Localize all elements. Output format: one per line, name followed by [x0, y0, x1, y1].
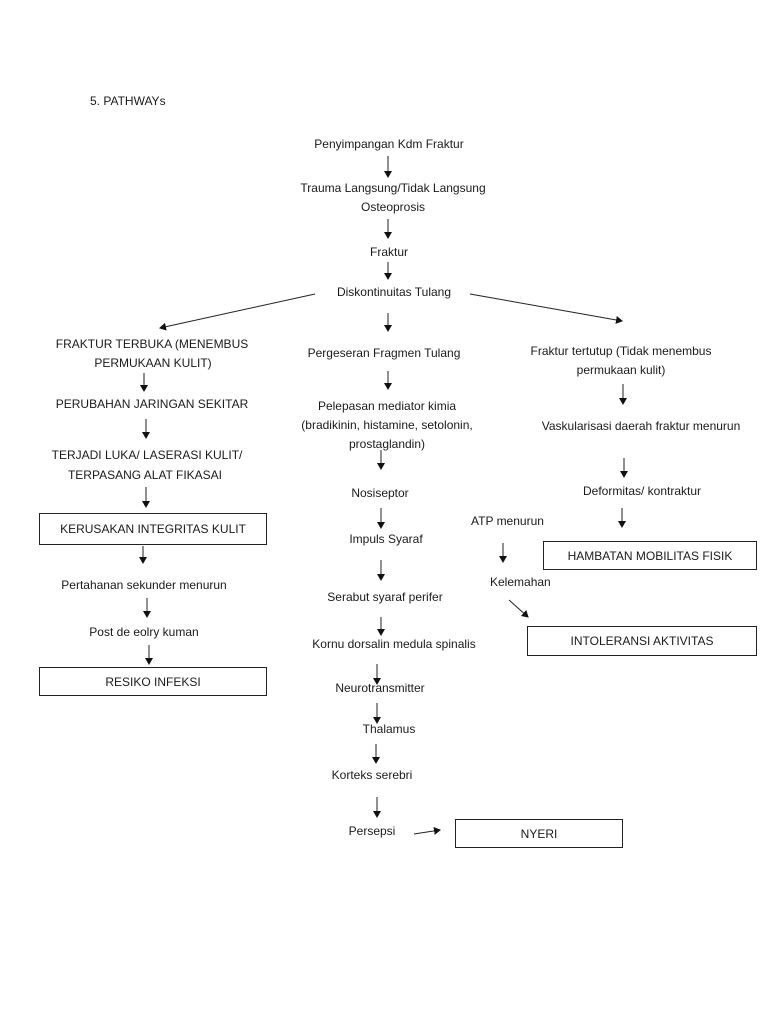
node-korteks: Korteks serebri [331, 768, 413, 782]
node-pertahanan: Pertahanan sekunder menurun [61, 578, 227, 592]
diagnosis-box-resiko-infeksi: RESIKO INFEKSI [39, 667, 267, 696]
node-pelepasan-line2: (bradikinin, histamine, setolonin, [301, 418, 473, 432]
node-vaskularisasi: Vaskularisasi daerah fraktur menurun [541, 419, 741, 433]
node-osteoprosis: Osteoprosis [360, 200, 426, 214]
node-trauma: Trauma Langsung/Tidak Langsung [300, 181, 486, 195]
section-heading: 5. PATHWAYs [90, 94, 166, 108]
diagnosis-box-kerusakan-integritas-kulit: KERUSAKAN INTEGRITAS KULIT [39, 513, 267, 545]
node-kelemahan: Kelemahan [490, 575, 551, 589]
node-perubahan: PERUBAHAN JARINGAN SEKITAR [55, 397, 249, 411]
node-nosiseptor: Nosiseptor [351, 486, 409, 500]
node-fraktur: Fraktur [369, 245, 409, 259]
node-fraktur-terbuka-line2: PERMUKAAN KULIT) [94, 356, 212, 370]
node-deformitas: Deformitas/ kontraktur [582, 484, 702, 498]
node-persepsi: Persepsi [348, 824, 396, 838]
diagnosis-box-nyeri: NYERI [455, 819, 623, 848]
arrow-right [413, 826, 441, 835]
diagnosis-box-hambatan-mobilitas-fisik: HAMBATAN MOBILITAS FISIK [543, 541, 757, 570]
node-serabut: Serabut syaraf perifer [327, 590, 443, 604]
node-luka-line2: TERPASANG ALAT FIKASAI [67, 468, 223, 482]
node-pergeseran: Pergeseran Fragmen Tulang [307, 346, 461, 360]
node-fraktur-tertutup-line2: permukaan kulit) [576, 363, 666, 377]
node-pelepasan-line1: Pelepasan mediator kimia [317, 399, 457, 413]
node-luka-line1: TERJADI LUKA/ LASERASI KULIT/ [51, 448, 243, 462]
diagnosis-box-intoleransi-aktivitas: INTOLERANSI AKTIVITAS [527, 626, 757, 656]
node-pelepasan-line3: prostaglandin) [348, 437, 426, 451]
node-post: Post de eolry kuman [89, 625, 199, 639]
arrow-diagonal-left [159, 293, 316, 331]
node-thalamus: Thalamus [362, 722, 416, 736]
node-diskontinuitas: Diskontinuitas Tulang [336, 285, 452, 299]
arrow-diagonal [508, 599, 529, 618]
node-kornu: Kornu dorsalin medula spinalis [312, 637, 476, 651]
node-fraktur-terbuka-line1: FRAKTUR TERBUKA (MENEMBUS [55, 337, 249, 351]
node-neurotransmitter: Neurotransmitter [335, 681, 425, 695]
node-atp-menurun: ATP menurun [471, 514, 544, 528]
arrow-diagonal-right [469, 293, 623, 324]
node-penyimpangan: Penyimpangan Kdm Fraktur [314, 137, 464, 151]
node-fraktur-tertutup-line1: Fraktur tertutup (Tidak menembus [530, 344, 712, 358]
node-impuls: Impuls Syaraf [349, 532, 423, 546]
